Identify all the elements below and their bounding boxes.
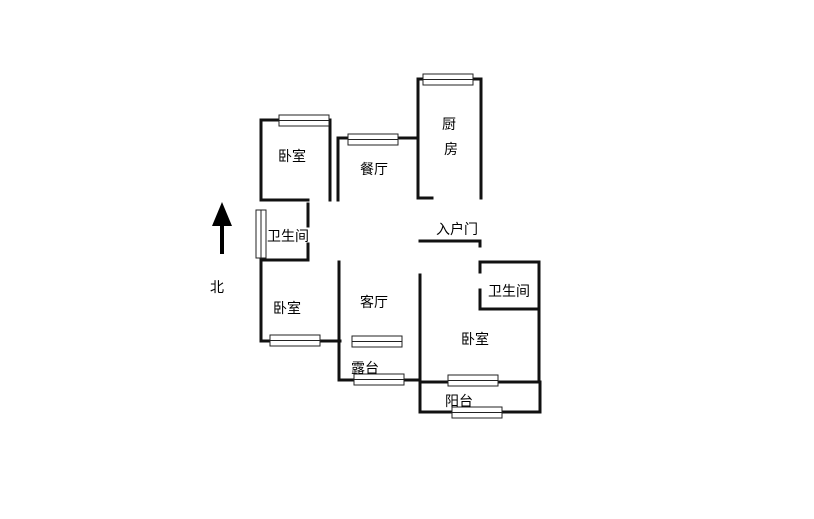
label-balcony: 阳台 <box>445 394 473 410</box>
window-bedroom-se <box>447 374 499 387</box>
wall-kitchen <box>416 77 483 200</box>
windows <box>255 73 503 419</box>
wall-bathroom-e-inner <box>478 260 541 311</box>
window-bedroom-sw <box>269 334 321 347</box>
window-dining <box>347 133 399 146</box>
label-bathroom-e: 卫生间 <box>488 284 530 300</box>
label-kitchen-1: 厨 <box>442 117 456 133</box>
window-terrace <box>353 373 405 386</box>
label-bedroom-nw: 卧室 <box>278 148 306 165</box>
walls <box>259 77 542 414</box>
label-bathroom-w: 卫生间 <box>267 229 309 245</box>
window-bedroom-nw <box>278 114 330 127</box>
window-kitchen <box>422 73 474 86</box>
label-terrace: 露台 <box>351 361 379 377</box>
wall-bathroom-e <box>418 260 541 384</box>
label-bedroom-se: 卧室 <box>461 331 489 348</box>
label-bedroom-sw: 卧室 <box>273 300 301 317</box>
label-dining: 餐厅 <box>360 162 388 178</box>
wall-entrance <box>418 239 482 248</box>
label-living: 客厅 <box>360 294 388 311</box>
window-bathroom-w <box>255 209 267 259</box>
window-balcony <box>451 406 503 419</box>
wall-bathroom-w <box>261 202 310 262</box>
label-kitchen-2: 房 <box>444 142 458 158</box>
label-north: 北 <box>210 280 224 296</box>
north-arrow-icon <box>212 202 232 254</box>
label-entrance: 入户门 <box>436 221 478 238</box>
window-living <box>351 335 403 348</box>
